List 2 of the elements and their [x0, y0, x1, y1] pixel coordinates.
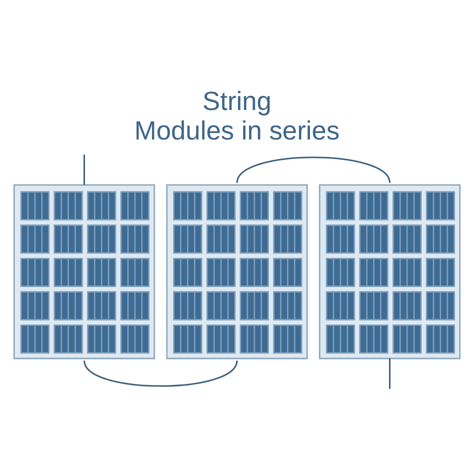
diagram-title: String: [202, 86, 272, 116]
caption: Modules in series: [134, 115, 340, 146]
